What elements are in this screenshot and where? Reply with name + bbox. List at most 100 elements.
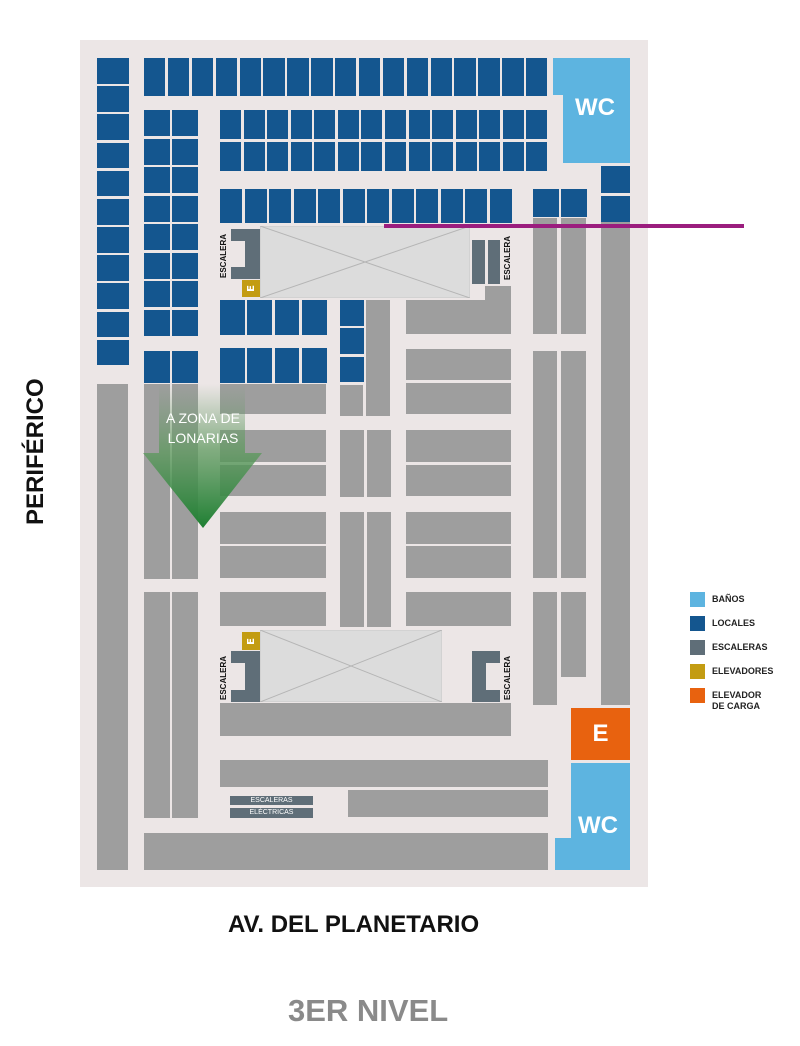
shop-unit[interactable] bbox=[290, 110, 312, 139]
shop-unit[interactable] bbox=[172, 110, 198, 136]
shop-unit[interactable] bbox=[406, 58, 429, 96]
stall[interactable] bbox=[220, 592, 326, 626]
shop-unit[interactable] bbox=[269, 189, 291, 223]
cargo-elevator[interactable]: E bbox=[571, 708, 630, 760]
shop-unit[interactable] bbox=[301, 348, 327, 383]
stairs-top-right-b[interactable] bbox=[488, 240, 500, 284]
shop-unit[interactable] bbox=[144, 351, 170, 383]
stall[interactable] bbox=[406, 546, 511, 578]
shop-unit[interactable] bbox=[172, 351, 198, 383]
stall[interactable] bbox=[533, 351, 557, 578]
shop-unit[interactable] bbox=[239, 58, 261, 96]
stall[interactable] bbox=[601, 222, 630, 705]
shop-unit[interactable] bbox=[144, 138, 170, 165]
shop-unit[interactable] bbox=[244, 189, 267, 223]
stall[interactable] bbox=[406, 592, 511, 626]
shop-unit[interactable] bbox=[247, 348, 272, 383]
shop-unit[interactable] bbox=[97, 86, 129, 112]
shop-unit[interactable] bbox=[479, 141, 501, 171]
shop-unit[interactable] bbox=[97, 142, 129, 169]
stall[interactable] bbox=[366, 512, 391, 627]
shop-unit[interactable] bbox=[408, 110, 430, 139]
shop-unit[interactable] bbox=[358, 58, 381, 96]
shop-unit[interactable] bbox=[361, 110, 383, 139]
stall[interactable] bbox=[220, 546, 326, 578]
shop-unit[interactable] bbox=[301, 300, 327, 335]
shop-unit[interactable] bbox=[526, 141, 548, 171]
stall[interactable] bbox=[172, 592, 198, 818]
shop-unit[interactable] bbox=[167, 58, 190, 96]
stall[interactable] bbox=[340, 430, 364, 497]
stall[interactable] bbox=[406, 430, 511, 462]
stall[interactable] bbox=[406, 512, 511, 544]
stall[interactable] bbox=[406, 349, 511, 380]
shop-unit[interactable] bbox=[430, 58, 452, 96]
shop-unit[interactable] bbox=[314, 110, 336, 139]
shop-unit[interactable] bbox=[144, 309, 170, 336]
shop-unit[interactable] bbox=[172, 281, 198, 307]
shop-unit[interactable] bbox=[97, 227, 129, 253]
shop-unit[interactable] bbox=[432, 110, 454, 139]
shop-unit[interactable] bbox=[97, 170, 129, 197]
stairs-top-left[interactable] bbox=[231, 229, 260, 279]
restroom-top[interactable] bbox=[553, 58, 630, 163]
shop-unit[interactable] bbox=[220, 110, 242, 139]
shop-unit[interactable] bbox=[337, 110, 359, 139]
stall[interactable] bbox=[561, 351, 586, 578]
shop-unit[interactable] bbox=[267, 110, 289, 139]
shop-unit[interactable] bbox=[340, 328, 364, 355]
shop-unit[interactable] bbox=[432, 141, 454, 171]
shop-unit[interactable] bbox=[478, 58, 500, 96]
shop-unit[interactable] bbox=[465, 189, 487, 223]
stall[interactable] bbox=[144, 592, 170, 818]
shop-unit[interactable] bbox=[97, 198, 129, 225]
stall[interactable] bbox=[485, 286, 511, 306]
restroom-bottom[interactable] bbox=[555, 763, 630, 870]
shop-unit[interactable] bbox=[97, 114, 129, 141]
shop-unit[interactable] bbox=[144, 252, 170, 279]
shop-unit[interactable] bbox=[220, 348, 245, 383]
shop-unit[interactable] bbox=[287, 58, 309, 96]
stall[interactable] bbox=[348, 790, 548, 817]
shop-unit[interactable] bbox=[293, 189, 316, 223]
elevator-top[interactable]: E bbox=[242, 280, 260, 297]
shop-unit[interactable] bbox=[502, 141, 524, 171]
stairs-bottom-left[interactable] bbox=[231, 651, 260, 702]
shop-unit[interactable] bbox=[489, 189, 512, 223]
shop-unit[interactable] bbox=[97, 311, 129, 338]
shop-unit[interactable] bbox=[144, 110, 170, 136]
shop-unit[interactable] bbox=[172, 167, 198, 193]
shop-unit[interactable] bbox=[601, 195, 630, 223]
stairs-top-right-a[interactable] bbox=[472, 240, 485, 284]
shop-unit[interactable] bbox=[243, 141, 265, 171]
shop-unit[interactable] bbox=[318, 189, 340, 223]
shop-unit[interactable] bbox=[172, 224, 198, 250]
shop-unit[interactable] bbox=[382, 58, 405, 96]
stall[interactable] bbox=[97, 384, 128, 870]
shop-unit[interactable] bbox=[144, 224, 170, 250]
shop-unit[interactable] bbox=[533, 189, 559, 217]
shop-unit[interactable] bbox=[243, 110, 265, 139]
stall[interactable] bbox=[366, 430, 391, 497]
shop-unit[interactable] bbox=[290, 141, 312, 171]
shop-unit[interactable] bbox=[144, 281, 170, 307]
shop-unit[interactable] bbox=[385, 141, 407, 171]
shop-unit[interactable] bbox=[172, 309, 198, 336]
stall[interactable] bbox=[533, 592, 557, 705]
shop-unit[interactable] bbox=[97, 339, 129, 366]
shop-unit[interactable] bbox=[479, 110, 501, 139]
shop-unit[interactable] bbox=[172, 195, 198, 222]
shop-unit[interactable] bbox=[144, 58, 166, 96]
shop-unit[interactable] bbox=[311, 58, 333, 96]
shop-unit[interactable] bbox=[502, 58, 524, 96]
shop-unit[interactable] bbox=[97, 255, 129, 281]
shop-unit[interactable] bbox=[172, 252, 198, 279]
shop-unit[interactable] bbox=[220, 300, 245, 335]
shop-unit[interactable] bbox=[340, 300, 364, 326]
shop-unit[interactable] bbox=[247, 300, 272, 335]
shop-unit[interactable] bbox=[335, 58, 357, 96]
stairs-bottom-right[interactable] bbox=[472, 651, 500, 702]
elevator-bottom[interactable]: E bbox=[242, 632, 260, 650]
shop-unit[interactable] bbox=[263, 58, 285, 96]
stall[interactable] bbox=[406, 383, 511, 414]
